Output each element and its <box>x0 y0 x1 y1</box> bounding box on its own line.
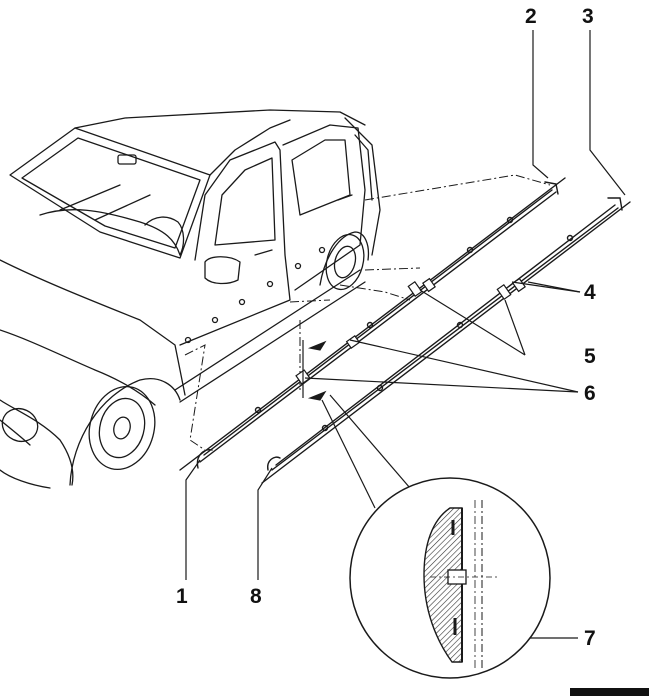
callout-2: 2 <box>525 5 537 28</box>
callout-8: 8 <box>250 585 262 608</box>
callout-3: 3 <box>582 5 594 28</box>
callout-1: 1 <box>176 585 188 608</box>
callout-4: 4 <box>584 281 596 304</box>
clip-group <box>295 277 526 385</box>
callout-6: 6 <box>584 382 596 405</box>
detail-view <box>349 477 551 679</box>
corner-bar <box>570 688 649 696</box>
callout-7: 7 <box>584 627 596 650</box>
section-markers <box>302 340 327 401</box>
callout-5: 5 <box>584 345 596 368</box>
trim-strip-upper <box>179 177 566 471</box>
car-outline <box>0 109 381 489</box>
trim-strip-lower <box>261 197 631 484</box>
